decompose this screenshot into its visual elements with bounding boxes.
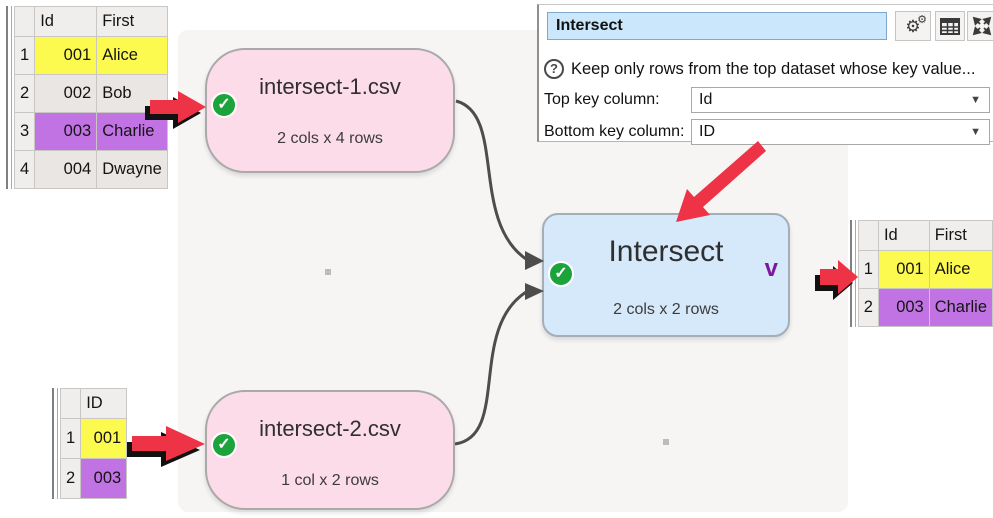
table-edge (52, 388, 58, 499)
source2-table: ID 1 001 2 003 (52, 388, 128, 499)
transform-name-input[interactable] (547, 12, 887, 40)
chevron-down-icon[interactable]: v (764, 255, 778, 282)
node-size-label: 2 cols x 4 rows (277, 130, 383, 147)
source1-table: Id First 1 001 Alice 2 002 Bob 3 003 Cha… (6, 6, 168, 189)
dropdown-arrow-icon: ▼ (970, 94, 981, 106)
top-key-column-select[interactable]: Id ▼ (691, 87, 990, 113)
node-intersect-2-csv[interactable]: intersect-2.csv 1 col x 2 rows ✓ (205, 390, 455, 510)
node-title: intersect-2.csv (259, 416, 401, 441)
corner-cell (59, 388, 82, 419)
table-row: 1 001 Alice (857, 250, 993, 289)
column-header: Id (877, 220, 930, 251)
node-size-label: 2 cols x 2 rows (613, 301, 719, 318)
result-table: Id First 1 001 Alice 2 003 Charlie (850, 220, 993, 327)
column-header: Id (34, 6, 98, 37)
grid-dot (663, 439, 669, 445)
table-row: 2 003 (59, 458, 128, 499)
column-header: First (928, 220, 993, 251)
corner-cell (857, 220, 879, 251)
expand-icon (972, 16, 992, 36)
table-edge (850, 220, 856, 327)
selected-value: ID (699, 123, 715, 140)
transform-settings-panel: ⚙ ⚙ ? Keep only rows from the top datase… (537, 4, 993, 145)
node-title: intersect-1.csv (259, 74, 401, 99)
node-intersect-1-csv[interactable]: intersect-1.csv 2 cols x 4 rows ✓ (205, 48, 455, 173)
status-ok-icon: ✓ (211, 432, 237, 458)
table-row: 2 002 Bob (13, 74, 168, 113)
table-icon (940, 17, 960, 35)
settings-gear-button[interactable]: ⚙ ⚙ (895, 11, 931, 41)
help-icon[interactable]: ? (544, 59, 564, 79)
status-ok-icon: ✓ (548, 261, 574, 287)
show-table-button[interactable] (935, 11, 965, 41)
grid-dot (325, 269, 331, 275)
gear-icon: ⚙ (917, 14, 927, 26)
bottom-key-column-select[interactable]: ID ▼ (691, 119, 990, 145)
table-row: 3 003 Charlie (13, 112, 168, 151)
column-header: ID (80, 388, 128, 419)
selected-value: Id (699, 91, 713, 108)
table-edge (6, 6, 12, 189)
gear-icon: ⚙ (905, 16, 921, 36)
table-row: 1 001 Alice (13, 36, 168, 75)
node-size-label: 1 col x 2 rows (281, 472, 379, 489)
dropdown-arrow-icon: ▼ (970, 126, 981, 138)
transform-description: Keep only rows from the top dataset whos… (571, 60, 976, 78)
table-row: 4 004 Dwayne (13, 150, 168, 189)
status-ok-icon: ✓ (211, 92, 237, 118)
corner-cell (13, 6, 36, 37)
top-key-label: Top key column: (544, 91, 660, 108)
expand-panel-button[interactable] (967, 11, 993, 41)
node-title: Intersect (608, 235, 724, 268)
table-row: 2 003 Charlie (857, 288, 993, 327)
node-intersect-transform[interactable]: Intersect 2 cols x 2 rows ✓ v (542, 213, 790, 337)
column-header: First (96, 6, 168, 37)
bottom-key-label: Bottom key column: (544, 123, 685, 140)
table-row: 1 001 (59, 418, 128, 459)
